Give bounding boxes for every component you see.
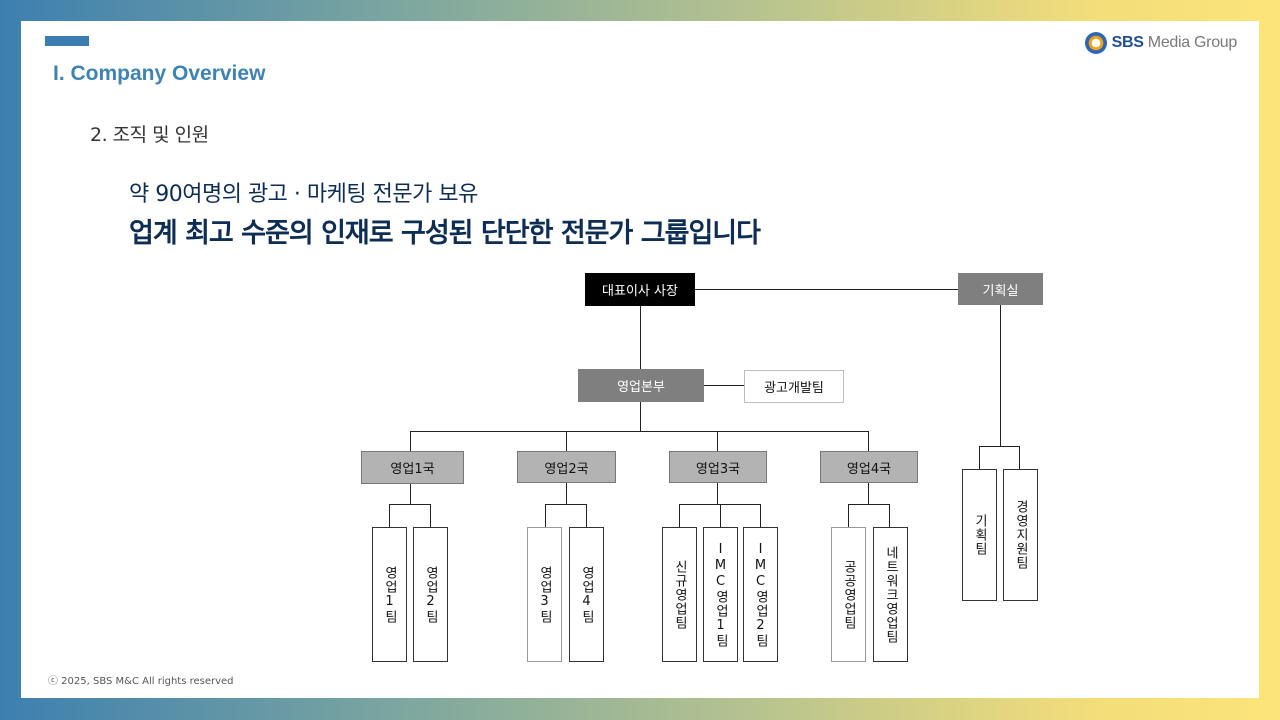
- connector: [586, 504, 587, 527]
- team-label: 네트워크영업팀: [883, 545, 898, 644]
- connector: [545, 504, 587, 505]
- connector: [720, 504, 721, 527]
- connector: [717, 483, 718, 504]
- division-2-box: 영업2국: [517, 451, 616, 483]
- team-box: 경영지원팀: [1003, 469, 1038, 601]
- copyright: ⓒ 2025, SBS M&C All rights reserved: [48, 676, 234, 687]
- connector: [389, 504, 431, 505]
- division-4-box: 영업4국: [820, 451, 918, 483]
- connector: [679, 504, 680, 527]
- connector: [545, 504, 546, 527]
- team-label: IMC영업2팀: [753, 541, 768, 648]
- sbs-media-group-logo: SBS Media Group: [1084, 30, 1238, 56]
- subsection-title: 2. 조직 및 인원: [90, 124, 209, 146]
- team-label: 영업2팀: [423, 565, 438, 624]
- planning-office-box: 기획실: [958, 273, 1043, 305]
- team-box: 네트워크영업팀: [873, 527, 908, 662]
- division-1-box: 영업1국: [361, 451, 464, 484]
- division-3-box: 영업3국: [669, 451, 767, 483]
- section-title: I. Company Overview: [53, 62, 266, 85]
- team-box: IMC영업1팀: [703, 527, 738, 662]
- connector: [1000, 305, 1001, 446]
- team-box: 공공영업팀: [831, 527, 866, 662]
- connector: [566, 483, 567, 504]
- connector: [979, 446, 980, 469]
- team-box: 영업4팀: [569, 527, 604, 662]
- team-label: 영업4팀: [579, 565, 594, 624]
- ad-dev-team-box: 광고개발팀: [744, 370, 844, 403]
- connector: [566, 431, 567, 451]
- team-label: 영업3팀: [537, 565, 552, 624]
- team-label: 신규영업팀: [672, 559, 687, 630]
- ceo-box: 대표이사 사장: [585, 273, 695, 306]
- accent-bar: [45, 36, 89, 46]
- connector: [760, 504, 761, 527]
- headline-line2: 업계 최고 수준의 인재로 구성된 단단한 전문가 그룹입니다: [129, 218, 761, 249]
- headline-line1: 약 90여명의 광고 · 마케팅 전문가 보유: [129, 182, 478, 207]
- logo-suffix: Media Group: [1143, 34, 1238, 51]
- connector: [640, 401, 641, 431]
- team-box: 기획팀: [962, 469, 997, 601]
- team-box: 영업2팀: [413, 527, 448, 662]
- team-label: 경영지원팀: [1013, 500, 1028, 570]
- connector: [703, 385, 744, 386]
- connector: [640, 306, 641, 370]
- team-box: 신규영업팀: [662, 527, 697, 662]
- team-label: IMC영업1팀: [713, 541, 728, 648]
- connector: [889, 504, 890, 527]
- connector: [694, 289, 958, 290]
- connector: [868, 483, 869, 504]
- logo-brand: SBS: [1111, 34, 1144, 51]
- connector: [868, 431, 869, 451]
- connector: [717, 431, 718, 451]
- connector: [979, 446, 1020, 447]
- connector: [848, 504, 849, 527]
- team-label: 기획팀: [972, 514, 987, 556]
- team-label: 공공영업팀: [841, 559, 856, 630]
- connector: [410, 431, 411, 451]
- connector: [430, 504, 431, 527]
- team-box: IMC영업2팀: [743, 527, 778, 662]
- connector: [1019, 446, 1020, 469]
- team-box: 영업1팀: [372, 527, 407, 662]
- logo-text: SBS Media Group: [1111, 34, 1238, 52]
- team-label: 영업1팀: [382, 565, 397, 624]
- sbs-logo-icon: [1084, 32, 1107, 54]
- slide: I. Company Overview SBS Media Group 2. 조…: [21, 21, 1259, 698]
- sales-hq-box: 영업본부: [578, 369, 704, 402]
- connector: [848, 504, 890, 505]
- connector: [389, 504, 390, 527]
- connector: [410, 431, 869, 432]
- team-box: 영업3팀: [527, 527, 562, 662]
- connector: [410, 483, 411, 504]
